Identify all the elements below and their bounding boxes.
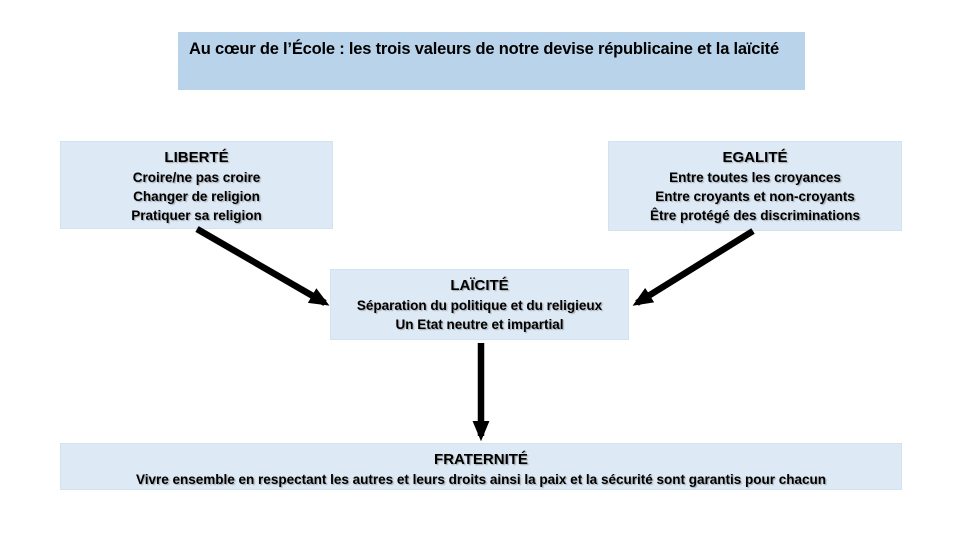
arrow-liberte-to-laicite <box>195 226 330 306</box>
fraternite-line: Vivre ensemble en respectant les autres … <box>135 472 826 487</box>
fraternite-box: FRATERNITÉ Vivre ensemble en respectant … <box>60 443 902 490</box>
egalite-line: Entre croyants et non-croyants <box>655 189 855 204</box>
slide-title: Au cœur de l’École : les trois valeurs d… <box>178 32 805 90</box>
egalite-line: Être protégé des discriminations <box>649 208 861 223</box>
liberte-line: Changer de religion <box>133 189 260 204</box>
laicite-box: LAÏCITÉ Séparation du politique et du re… <box>330 269 629 340</box>
liberte-heading: LIBERTÉ <box>164 149 229 166</box>
liberte-box: LIBERTÉ Croire/ne pas croire Changer de … <box>60 141 333 229</box>
arrow-egalite-to-laicite <box>632 228 755 306</box>
egalite-line: Entre toutes les croyances <box>669 170 841 185</box>
egalite-heading: EGALITÉ <box>722 149 788 166</box>
liberte-line: Croire/ne pas croire <box>132 170 261 185</box>
egalite-box: EGALITÉ Entre toutes les croyances Entre… <box>608 141 902 231</box>
laicite-line: Séparation du politique et du religieux <box>356 298 603 313</box>
liberte-line: Pratiquer sa religion <box>131 208 262 223</box>
laicite-heading: LAÏCITÉ <box>450 277 509 294</box>
fraternite-heading: FRATERNITÉ <box>434 451 528 468</box>
laicite-line: Un Etat neutre et impartial <box>395 317 564 332</box>
